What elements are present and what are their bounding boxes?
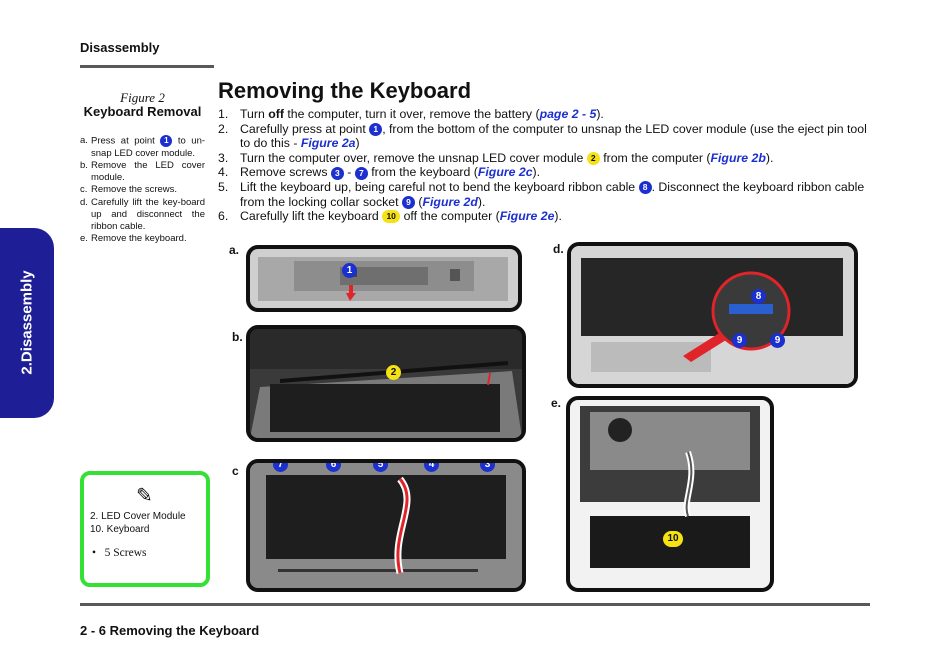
photo-panel-a: 1	[246, 245, 522, 312]
photo-panel-e: 10	[566, 396, 774, 592]
figure-link[interactable]: Figure 2d	[422, 194, 478, 209]
instruction-step-1: 1.Turn off the computer, turn it over, r…	[218, 107, 604, 121]
callout-badge: 5	[373, 463, 388, 472]
panel-d-illustration	[571, 246, 854, 384]
panel-b-illustration	[250, 329, 522, 438]
callout-badge: 1	[342, 263, 357, 278]
callout-badge: 8	[751, 289, 766, 304]
panel-d-label: d.	[553, 242, 564, 256]
figure-link[interactable]: Figure 2c	[477, 165, 533, 180]
callout-badge: 2	[386, 365, 401, 380]
section-header: Disassembly	[80, 40, 160, 55]
pencil-icon: ✎	[136, 485, 153, 507]
callout-badge: 10	[663, 531, 683, 547]
callout-badge: 3	[480, 463, 495, 472]
note-line-1: 2. LED Cover Module	[90, 511, 186, 522]
note-box: ✎ 2. LED Cover Module 10. Keyboard • 5 S…	[80, 471, 210, 587]
callout-badge: 9	[770, 333, 785, 348]
panel-c-label: c	[232, 464, 239, 478]
figure-step-a: a.Press at point 1 to un-snap LED cover …	[80, 135, 206, 159]
instruction-step-3: 3.Turn the computer over, remove the uns…	[218, 150, 774, 166]
figure-step-c: c.Remove the screws.	[80, 184, 178, 196]
figure-link[interactable]: Figure 2e	[499, 209, 555, 224]
callout-badge: 1	[369, 122, 383, 136]
figure-number: Figure 2	[120, 90, 165, 105]
figure-step-e: e.Remove the keyboard.	[80, 233, 187, 245]
photo-panel-d: 8 9 9	[567, 242, 858, 388]
figure-title: Keyboard Removal	[83, 104, 202, 119]
panel-e-label: e.	[551, 396, 562, 410]
header-rule	[80, 65, 214, 68]
figure-steps: a.Press at point 1 to un-snap LED cover …	[80, 135, 205, 245]
instruction-steps: 1.Turn off the computer, turn it over, r…	[218, 107, 868, 224]
figure-link[interactable]: Figure 2a	[300, 136, 356, 151]
footer-page-title: 2 - 6 Removing the Keyboard	[80, 623, 260, 638]
instruction-step-4: 4.Remove screws 3 - 7 from the keyboard …	[218, 165, 541, 180]
page-link[interactable]: page 2 - 5	[539, 107, 597, 121]
photo-panel-c: 7 6 5 4 3	[246, 459, 526, 592]
callout-badge: 8	[638, 181, 652, 195]
panel-b-label: b.	[232, 330, 243, 344]
note-line-2: 10. Keyboard	[90, 524, 150, 535]
figure-link[interactable]: Figure 2b	[710, 150, 766, 165]
figure-step-b: b.Remove the LED cover module.	[80, 159, 205, 184]
note-line-3: • 5 Screws	[92, 547, 147, 559]
panel-a-label: a.	[229, 243, 240, 257]
callout-badge: 7	[273, 463, 288, 472]
callout-badge: 9	[401, 195, 415, 209]
chapter-tab-label: 2.Disassembly	[18, 270, 36, 375]
panel-c-illustration	[250, 463, 522, 588]
callout-badge: 2	[586, 152, 600, 166]
panel-a-illustration	[258, 257, 508, 301]
figure-step-d: d.Carefully lift the key-board up and di…	[80, 196, 205, 232]
callout-badge: 6	[326, 463, 341, 472]
panel-e-illustration	[580, 406, 760, 568]
callout-badge: 3	[330, 166, 344, 180]
callout-badge: 4	[424, 463, 439, 472]
footer-rule	[80, 603, 870, 606]
page-title: Removing the Keyboard	[218, 78, 472, 103]
photo-panel-b: 2	[246, 325, 526, 442]
callout-badge: 10	[382, 210, 401, 224]
instruction-step-2: 2.Carefully press at point 1, from the b…	[218, 121, 867, 151]
instruction-step-6: 6.Carefully lift the keyboard 10 off the…	[218, 209, 562, 224]
callout-badge: 7	[354, 166, 368, 180]
callout-badge: 1	[160, 135, 173, 147]
callout-badge: 9	[732, 333, 747, 348]
chapter-tab[interactable]	[0, 228, 54, 418]
instruction-step-5: 5.Lift the keyboard up, being careful no…	[218, 179, 865, 209]
